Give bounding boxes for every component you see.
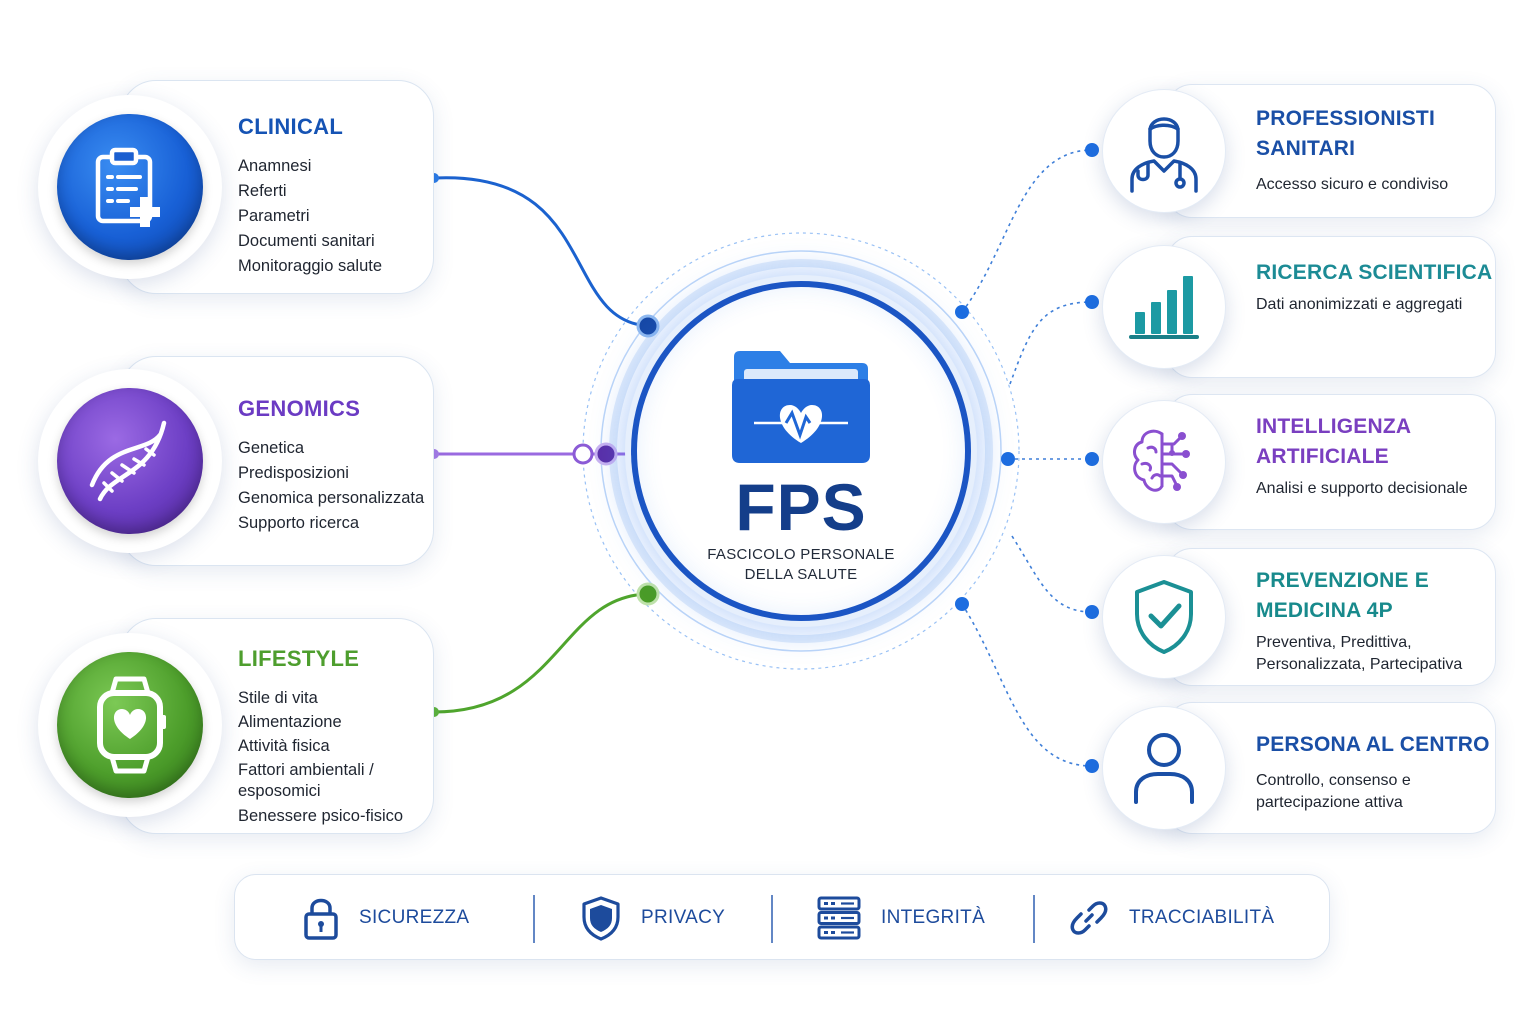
- feature-label: INTEGRITÀ: [881, 907, 986, 928]
- person-icon: [1134, 733, 1194, 804]
- genomics-card: GENOMICS Genetica Predisposizioni Genomi…: [38, 356, 434, 566]
- hub-title: FPS: [735, 470, 867, 544]
- features-bar: SICUREZZA PRIVACY: [234, 874, 1330, 960]
- divider: [771, 895, 773, 943]
- clinical-badge: [38, 95, 222, 279]
- ricerca-title: RICERCA SCIENTIFICA: [1256, 261, 1493, 284]
- fps-hub: FPS FASCICOLO PERSONALE DELLA SALUTE: [631, 281, 971, 621]
- feature-label: PRIVACY: [641, 907, 726, 928]
- bar-chart-icon: [1129, 276, 1199, 339]
- list-item: Monitoraggio salute: [238, 257, 383, 275]
- genomics-title: GENOMICS: [238, 396, 361, 421]
- feature-privacy: PRIVACY: [581, 875, 725, 961]
- lifestyle-connector: [433, 592, 649, 714]
- ia-desc: Analisi e supporto decisionale: [1256, 480, 1468, 497]
- lifestyle-title: LIFESTYLE: [238, 646, 360, 671]
- brain-circuit-icon: [1133, 429, 1190, 492]
- prevenzione-desc: Preventiva, Predittiva, Personalizzata, …: [1256, 634, 1463, 673]
- list-item: Genomica personalizzata: [238, 489, 425, 507]
- list-item: Parametri: [238, 207, 310, 225]
- hub-subtitle: FASCICOLO PERSONALE DELLA SALUTE: [707, 546, 895, 583]
- persona-desc: Controllo, consenso e partecipazione att…: [1256, 772, 1411, 811]
- feature-label: TRACCIABILITÀ: [1129, 907, 1275, 928]
- ia-badge: [1102, 400, 1226, 524]
- prevenzione-card: PREVENZIONE E MEDICINA 4P Preventiva, Pr…: [1098, 548, 1496, 686]
- ricerca-card: RICERCA SCIENTIFICA Dati anonimizzati e …: [1098, 236, 1496, 378]
- server-stack-icon: [817, 896, 861, 940]
- ia-title: INTELLIGENZA ARTIFICIALE: [1256, 415, 1411, 468]
- ricerca-desc: Dati anonimizzati e aggregati: [1256, 296, 1463, 313]
- feature-tracciabilita: TRACCIABILITÀ: [1069, 875, 1274, 961]
- professionisti-title: PROFESSIONISTI SANITARI: [1256, 107, 1435, 160]
- lifestyle-card: LIFESTYLE Stile di vita Alimentazione At…: [38, 618, 434, 834]
- prevenzione-badge: [1102, 555, 1226, 679]
- divider: [1033, 895, 1035, 943]
- clinical-list: Anamnesi Referti Parametri Documenti san…: [238, 154, 434, 279]
- prevenzione-title: PREVENZIONE E MEDICINA 4P: [1256, 569, 1429, 622]
- shield-icon: [582, 896, 620, 941]
- feature-sicurezza: SICUREZZA: [303, 875, 469, 961]
- clinical-connector: [433, 176, 649, 328]
- persona-badge: [1102, 706, 1226, 830]
- clinical-card: CLINICAL Anamnesi Referti Parametri Docu…: [38, 80, 434, 294]
- divider: [533, 895, 535, 943]
- shield-check-icon: [1135, 580, 1193, 654]
- clinical-title: CLINICAL: [238, 114, 344, 139]
- list-item: Benessere psico-fisico: [238, 807, 404, 825]
- professionisti-desc: Accesso sicuro e condiviso: [1256, 176, 1449, 193]
- list-item: Stile di vita: [238, 689, 318, 707]
- persona-card: PERSONA AL CENTRO Controllo, consenso e …: [1098, 702, 1496, 834]
- list-item: Supporto ricerca: [238, 514, 360, 532]
- smartwatch-heart-icon: [97, 676, 166, 774]
- clipboard-plus-icon: [95, 147, 160, 227]
- genomics-list: Genetica Predisposizioni Genomica person…: [238, 436, 434, 536]
- list-item: Alimentazione: [238, 713, 342, 731]
- list-item: Genetica: [238, 439, 305, 457]
- folder-heart-icon: [732, 351, 870, 463]
- lifestyle-badge: [38, 633, 222, 817]
- professionisti-badge: [1102, 89, 1226, 213]
- list-item: Anamnesi: [238, 157, 312, 175]
- doctor-icon: [1130, 117, 1198, 193]
- persona-title: PERSONA AL CENTRO: [1256, 733, 1490, 756]
- list-item: Predisposizioni: [238, 464, 349, 482]
- list-item: Fattori ambientali / esposomici: [238, 761, 374, 800]
- list-item: Attività fisica: [238, 737, 330, 755]
- lock-icon: [304, 898, 338, 940]
- dna-icon: [89, 420, 167, 502]
- list-item: Documenti sanitari: [238, 232, 375, 250]
- list-item: Referti: [238, 182, 287, 200]
- feature-integrita: INTEGRITÀ: [817, 875, 985, 961]
- professionisti-card: PROFESSIONISTI SANITARI Accesso sicuro e…: [1098, 84, 1496, 218]
- link-icon: [1070, 901, 1108, 935]
- genomics-badge: [38, 369, 222, 553]
- feature-label: SICUREZZA: [359, 907, 470, 928]
- lifestyle-list: Stile di vita Alimentazione Attività fis…: [238, 686, 434, 828]
- ia-card: INTELLIGENZA ARTIFICIALE Analisi e suppo…: [1098, 394, 1496, 530]
- ricerca-badge: [1102, 245, 1226, 369]
